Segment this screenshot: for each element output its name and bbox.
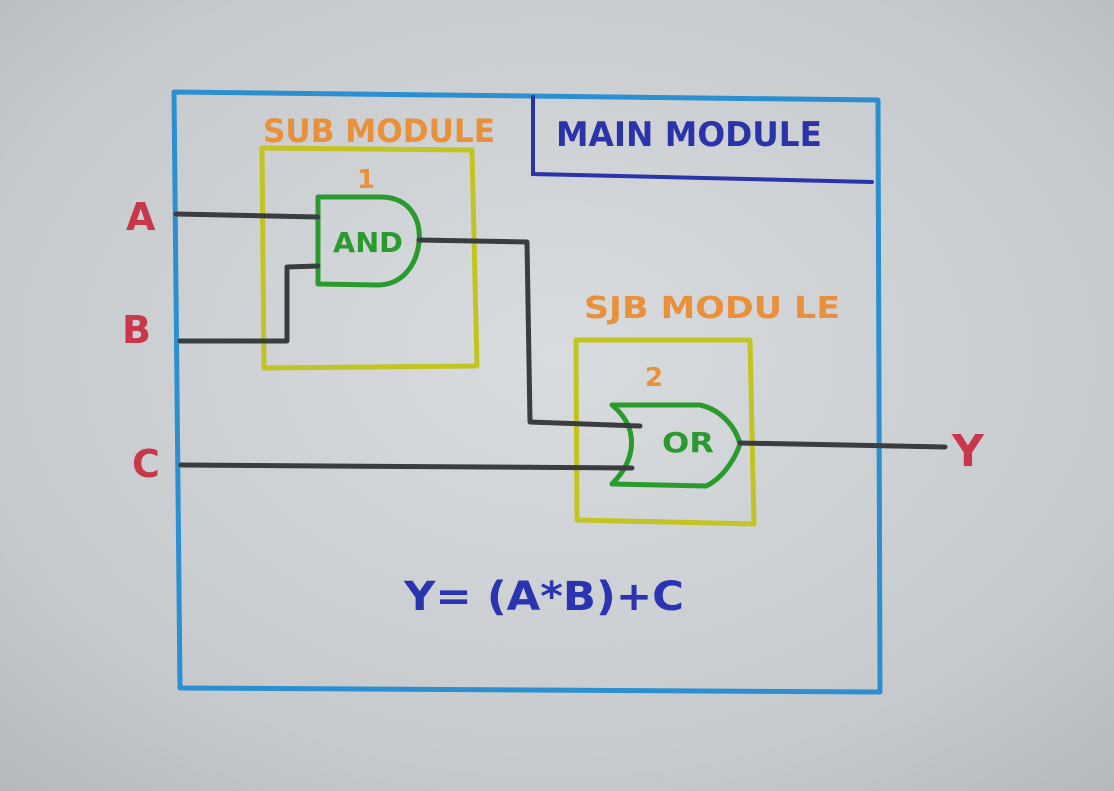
main-module-box xyxy=(171,89,883,695)
input-label-a: A xyxy=(126,195,156,239)
wire-and-to-or xyxy=(416,237,643,429)
and-gate-label: AND xyxy=(333,226,403,259)
input-label-b: B xyxy=(122,308,151,352)
wire-y xyxy=(737,440,948,450)
submodule-1-number: 1 xyxy=(357,165,375,195)
submodule-1-label: SUB MODULE xyxy=(263,112,495,150)
main-module-title: MAIN MODULE xyxy=(556,115,822,155)
equation: Y= (A*B)+C xyxy=(403,574,684,620)
or-gate-icon xyxy=(609,402,743,489)
submodule-2-number: 2 xyxy=(645,363,663,393)
or-gate-label: OR xyxy=(662,426,714,459)
main-module-title-bracket xyxy=(531,95,874,184)
submodule-2-label: SJB MODU LE xyxy=(584,291,840,326)
output-label-y: Y xyxy=(951,426,985,477)
wire-a xyxy=(173,211,321,220)
submodule-2-box xyxy=(573,337,757,527)
submodule-1-box xyxy=(259,145,480,371)
wires xyxy=(173,211,948,471)
wire-b xyxy=(177,263,321,344)
input-label-c: C xyxy=(132,442,160,486)
wire-c xyxy=(178,462,635,471)
